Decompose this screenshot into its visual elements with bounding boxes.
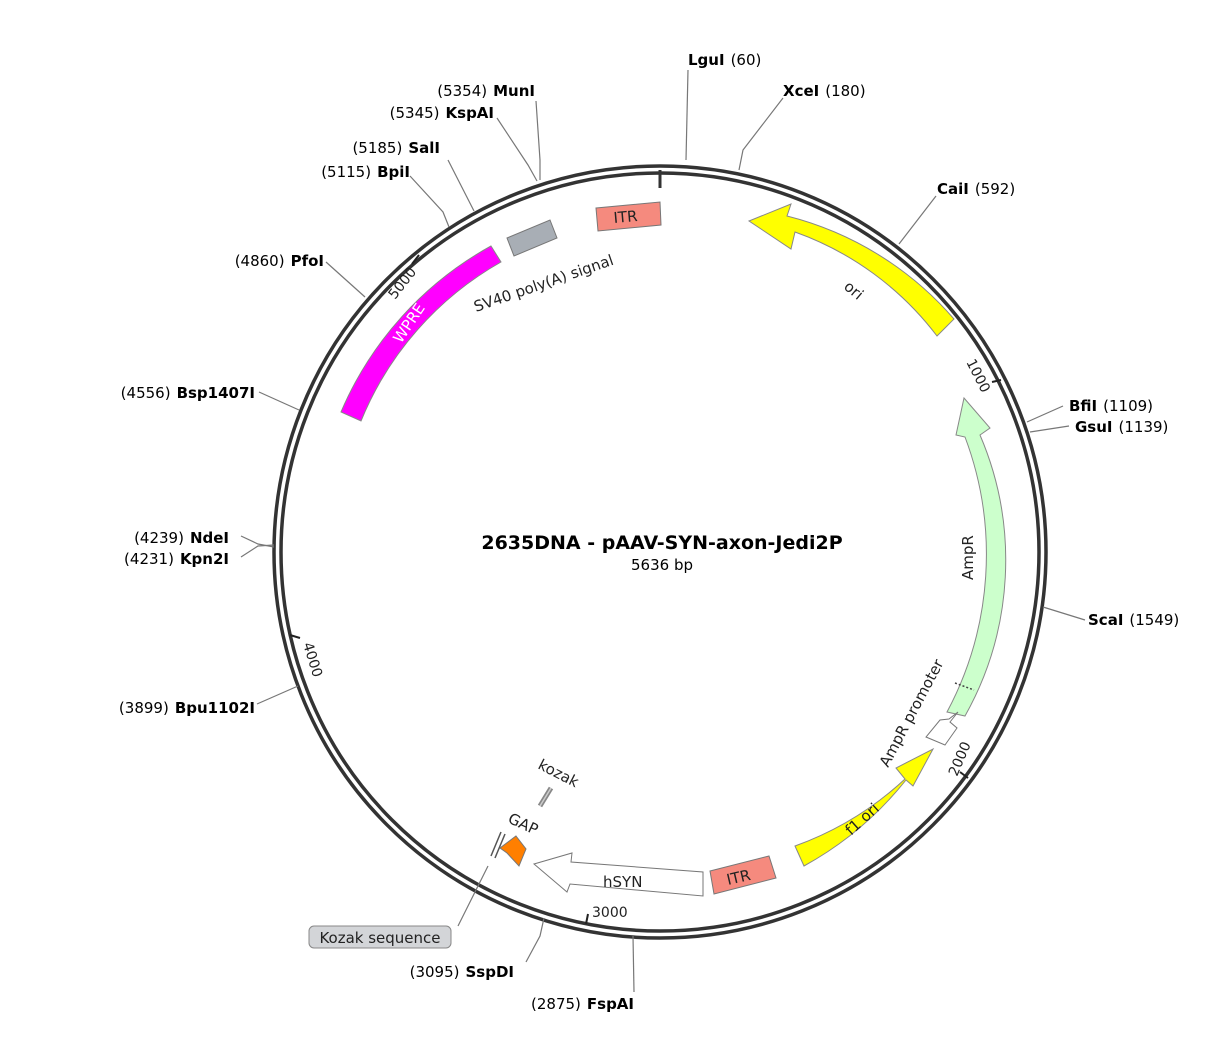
leader-bpii [409,175,450,228]
tick-label-4000: 4000 [299,640,325,679]
feature-wpre[interactable] [340,245,502,422]
feature-label-kozak: kozak [535,756,582,792]
feature-label-ori: ori [840,277,867,303]
tick-2000 [959,771,969,779]
feature-itr-bottom[interactable] [709,855,777,895]
tick-4000 [289,634,301,639]
leader-kpn2i [240,544,275,558]
site-pfoi[interactable]: (4860)PfoI [235,252,324,270]
kozak-callout[interactable]: Kozak sequence [308,925,452,949]
leader-bfii [1026,405,1064,423]
feature-f1-ori[interactable] [794,747,935,867]
feature-label-gap: GAP [505,809,541,838]
feature-ampr[interactable] [946,396,1007,717]
site-leaders [240,69,1086,993]
site-scai[interactable]: ScaI(1549) [1088,611,1179,629]
site-fspai[interactable]: (2875)FspAI [531,995,634,1013]
site-muni[interactable]: (5354)MunI [437,82,535,100]
site-gsui[interactable]: GsuI(1139) [1075,418,1168,436]
gap-mark-2 [494,833,506,859]
plasmid-title: 2635DNA - pAAV-SYN-axon-Jedi2P [481,532,842,554]
site-caii[interactable]: CaiI(592) [937,180,1015,198]
site-xcei[interactable]: XceI(180) [783,82,866,100]
feature-label-ampr: AmpR [959,535,977,580]
leader-xcei [738,97,784,171]
leader-bsp1407i [258,391,300,411]
tick-3000 [585,913,589,925]
kozak-inner [539,787,552,807]
plasmid-length: 5636 bp [631,556,693,574]
gap-mark-1 [490,831,502,857]
feature-ori[interactable] [747,203,955,337]
leader-muni [535,100,541,180]
leader-ndei [240,535,275,548]
feature-label-hsyn: hSYN [603,873,642,891]
site-bpii[interactable]: (5115)BpiI [321,163,410,181]
leader-caii [898,195,937,245]
tick-5000 [411,254,420,265]
kozak-callout-label: Kozak sequence [319,929,440,947]
ampr-promoter-boundary [954,682,975,691]
leader-pfoi [325,261,366,298]
feature-label-itr-bottom: ITR [725,866,752,889]
site-labels: LguI(60) XceI(180) CaiI(592) BfiI(1109) … [119,51,1179,1013]
feature-itr-top[interactable] [595,201,662,232]
site-lgui[interactable]: LguI(60) [688,51,761,69]
feature-ampr-promoter[interactable] [925,711,959,746]
feature-hsyn[interactable] [532,852,704,897]
leader-bpu1102i [256,685,299,705]
kozak-callout-box [308,925,452,949]
leader-fspai [632,935,635,993]
leader-lgui [685,69,689,161]
leader-kspai [496,117,538,182]
tick-1000 [991,379,1002,383]
leader-scai [1042,606,1086,621]
site-bsp1407i[interactable]: (4556)Bsp1407I [121,384,255,402]
leader-gsui [1029,425,1070,433]
site-kspai[interactable]: (5345)KspAI [390,104,494,122]
feature-gap[interactable] [499,835,527,867]
leader-kozak-callout [457,865,489,927]
site-kpn2i[interactable]: (4231)Kpn2I [124,550,229,568]
tick-label-3000: 3000 [592,905,628,921]
tick-label-2000: 2000 [946,740,975,779]
site-bfii[interactable]: BfiI(1109) [1069,397,1153,415]
leader-sali [447,159,475,212]
feature-label-ampr-promoter: AmpR promoter [876,655,948,769]
site-ndei[interactable]: (4239)NdeI [134,529,229,547]
site-sspdi[interactable]: (3095)SspDI [410,963,514,981]
site-sali[interactable]: (5185)SalI [352,139,440,157]
site-bpu1102i[interactable]: (3899)Bpu1102I [119,699,255,717]
feature-label-itr-top: ITR [613,207,638,227]
feature-sv40-polya[interactable] [506,219,558,257]
leader-sspdi [525,917,545,963]
